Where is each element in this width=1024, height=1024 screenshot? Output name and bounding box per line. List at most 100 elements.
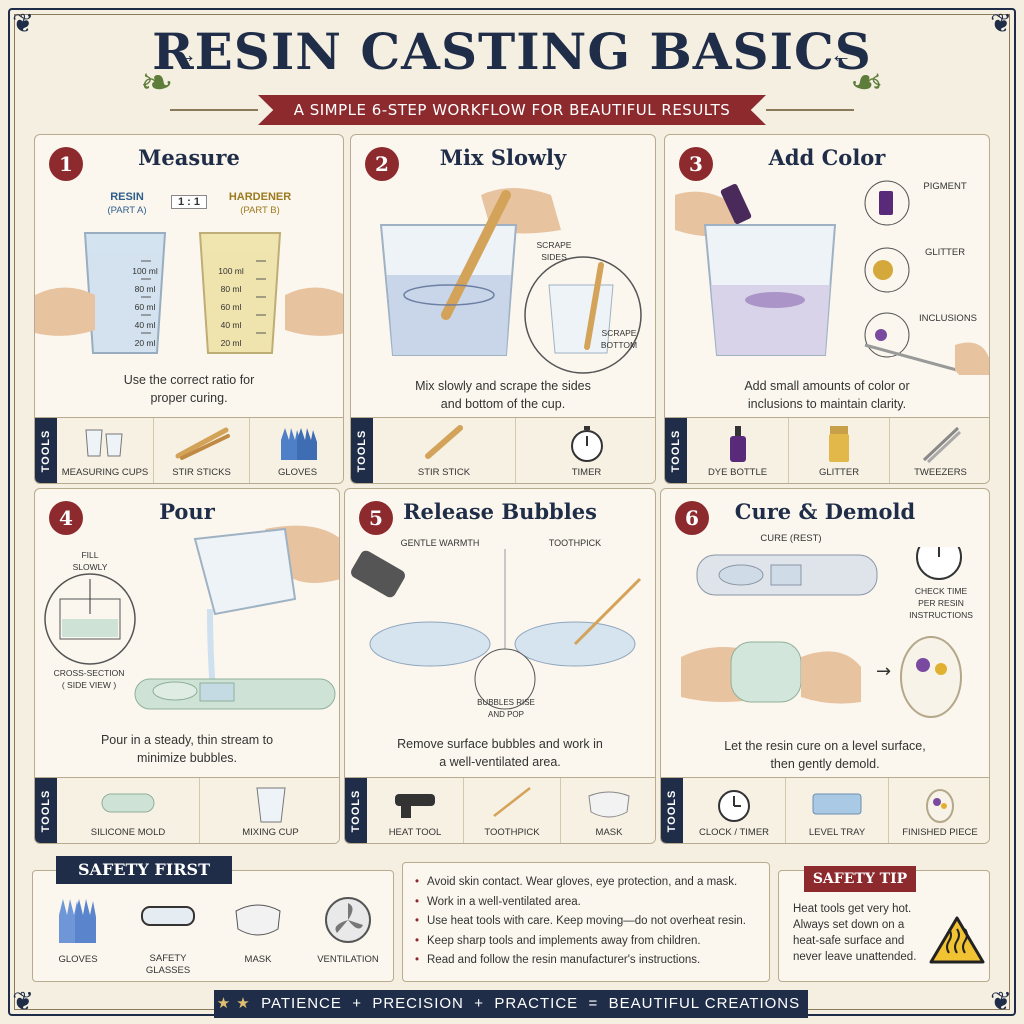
safety-item-glasses: SAFETY GLASSES [123, 871, 213, 976]
tool-clock-timer: CLOCK / TIMER [683, 778, 785, 843]
hardener-label: HARDENER [228, 191, 292, 203]
tool-glitter: GLITTER [788, 418, 889, 483]
tools-tab: TOOLS [35, 418, 57, 483]
step-card-add-color: 3 Add Color PIGMENT GLITTER INCLUSIONS A… [664, 134, 990, 484]
glitter-label: GLITTER [924, 247, 966, 258]
safety-item-gloves: GLOVES [33, 871, 123, 965]
mask-icon [588, 791, 630, 818]
gloves-icon [280, 428, 317, 460]
safety-first-heading: SAFETY FIRST [56, 856, 232, 884]
safety-section: GLOVES SAFETY GLASSES MASK VENTILATION S… [22, 852, 1002, 982]
measure-40-label: 40 ml [220, 320, 242, 330]
tools-row: TOOLS HEAT TOOL TOOTHPICK MASK [345, 777, 655, 843]
safety-item-mask: MASK [213, 871, 303, 965]
gentle-warmth-label: GENTLE WARMTH [400, 538, 480, 548]
tools-row: TOOLS CLOCK / TIMER LEVEL TRAY FINISHED … [661, 777, 989, 843]
tool-mask: MASK [560, 778, 655, 843]
measure-20-label: 20 ml [220, 338, 242, 348]
cure-rest-label: CURE (REST) [760, 533, 822, 544]
step-caption: Mix slowly and scrape the sides and bott… [415, 379, 591, 411]
tool-gloves: GLOVES [249, 418, 343, 483]
step-card-cure-demold: 6 Cure & Demold CURE (REST) → CHECK TIME… [660, 488, 990, 844]
arrow-right-icon: → [175, 42, 197, 67]
step-number: 5 [359, 501, 393, 535]
ratio-label: 1 : 1 [171, 195, 207, 209]
scrape-bottom-label: SCRAPE BOTTOM [600, 328, 638, 350]
step-card-pour: 4 Pour FILL SLOWLY CROSS-SECTION ( SIDE … [34, 488, 340, 844]
safety-rules-box: Avoid skin contact. Wear gloves, eye pro… [402, 862, 770, 982]
measure-60-label: 60 ml [220, 302, 242, 312]
leaf-sprig-icon: ❧ [850, 61, 884, 105]
step-caption: Pour in a steady, thin stream to minimiz… [100, 733, 274, 765]
pigment-label: PIGMENT [923, 181, 967, 192]
scrape-sides-label: SCRAPE SIDES [536, 240, 572, 262]
tools-tab: TOOLS [665, 418, 687, 483]
tool-dye-bottle: DYE BOTTLE [687, 418, 788, 483]
tool-mixing-cup: MIXING CUP [199, 778, 339, 843]
timer-icon [570, 426, 603, 462]
tool-stir-stick: STIR STICK [373, 418, 515, 483]
step-title: Mix Slowly [439, 145, 567, 170]
tools-row: TOOLS DYE BOTTLE GLITTER TWEEZERS [665, 417, 989, 483]
tools-row: TOOLS STIR STICK TIMER [351, 417, 655, 483]
step-title: Pour [159, 499, 215, 524]
dye-bottle-icon [729, 426, 746, 462]
step-number: 3 [679, 147, 713, 181]
hardener-part-label: (PART B) [240, 205, 280, 216]
glitter-jar-icon [829, 426, 849, 462]
level-tray-icon [812, 793, 862, 815]
step-card-measure: 1 Measure RESIN (PART A) 1 : 1 HARDENER … [34, 134, 344, 484]
safety-rule: Use heat tools with care. Keep moving—do… [415, 912, 746, 932]
safety-tip-text: Heat tools get very hot. Always set down… [793, 903, 917, 963]
safety-rule: Read and follow the resin manufacturer's… [415, 951, 746, 971]
corner-ornament-icon: ❦ [990, 986, 1012, 1016]
toothpick-icon [493, 787, 531, 817]
mixing-cup-icon [255, 787, 286, 823]
safety-glasses-icon [141, 906, 195, 926]
measure-60-label: 60 ml [134, 302, 156, 312]
tool-heat-tool: HEAT TOOL [367, 778, 463, 843]
tools-row: TOOLS SILICONE MOLD MIXING CUP [35, 777, 339, 843]
silicone-mold-icon [101, 793, 155, 813]
page-title: RESIN CASTING BASICS [152, 22, 872, 81]
tools-tab: TOOLS [35, 778, 57, 843]
step-caption: Add small amounts of color or inclusions… [744, 379, 910, 411]
measuring-cups-icon [85, 429, 123, 457]
fan-icon [325, 897, 371, 943]
bubbles-label: BUBBLES RISE AND POP [477, 698, 535, 719]
corner-ornament-icon: ❦ [990, 8, 1012, 38]
measure-80-label: 80 ml [134, 284, 156, 294]
step-title: Add Color [768, 145, 886, 170]
tool-silicone-mold: SILICONE MOLD [57, 778, 199, 843]
stir-sticks-icon [175, 427, 230, 460]
mask-icon [235, 904, 281, 936]
tool-measuring-cups: MEASURING CUPS [57, 418, 153, 483]
measuring-cups-illustration [35, 232, 343, 354]
step-caption: Use the correct ratio for proper curing. [123, 373, 255, 405]
cross-section-label: CROSS-SECTION ( SIDE VIEW ) [53, 668, 125, 690]
clock-icon [718, 790, 750, 822]
safety-item-ventilation: VENTILATION [303, 871, 393, 965]
finished-piece-icon [926, 789, 954, 823]
heat-tool-icon [395, 794, 435, 818]
gloves-icon [59, 899, 96, 943]
svg-text:→: → [876, 661, 891, 682]
tool-finished-piece: FINISHED PIECE [888, 778, 989, 843]
safety-rule: Work in a well-ventilated area. [415, 893, 746, 913]
divider [170, 109, 258, 111]
subtitle-banner: A SIMPLE 6-STEP WORKFLOW FOR BEAUTIFUL R… [258, 95, 766, 125]
measure-100-label: 100 ml [132, 266, 158, 276]
step-number: 6 [675, 501, 709, 535]
tool-stir-sticks: STIR STICKS [153, 418, 249, 483]
add-color-illustration [675, 180, 989, 375]
resin-label: RESIN [110, 191, 144, 203]
safety-rule: Avoid skin contact. Wear gloves, eye pro… [415, 873, 746, 893]
step-caption: Let the resin cure on a level surface, t… [724, 739, 926, 771]
safety-rules-list: Avoid skin contact. Wear gloves, eye pro… [415, 873, 746, 971]
step-card-release-bubbles: 5 Release Bubbles GENTLE WARMTH TOOTHPIC… [344, 488, 656, 844]
tools-row: TOOLS MEASURING CUPS STIR STICKS GLOVES [35, 417, 343, 483]
cure-demold-illustration: → [681, 547, 962, 718]
fill-slowly-label: FILL SLOWLY [72, 550, 108, 572]
step-card-mix-slowly: 2 Mix Slowly SCRAPE SIDES SCRAPE BOTTOM … [350, 134, 656, 484]
step-title: Cure & Demold [734, 499, 916, 524]
